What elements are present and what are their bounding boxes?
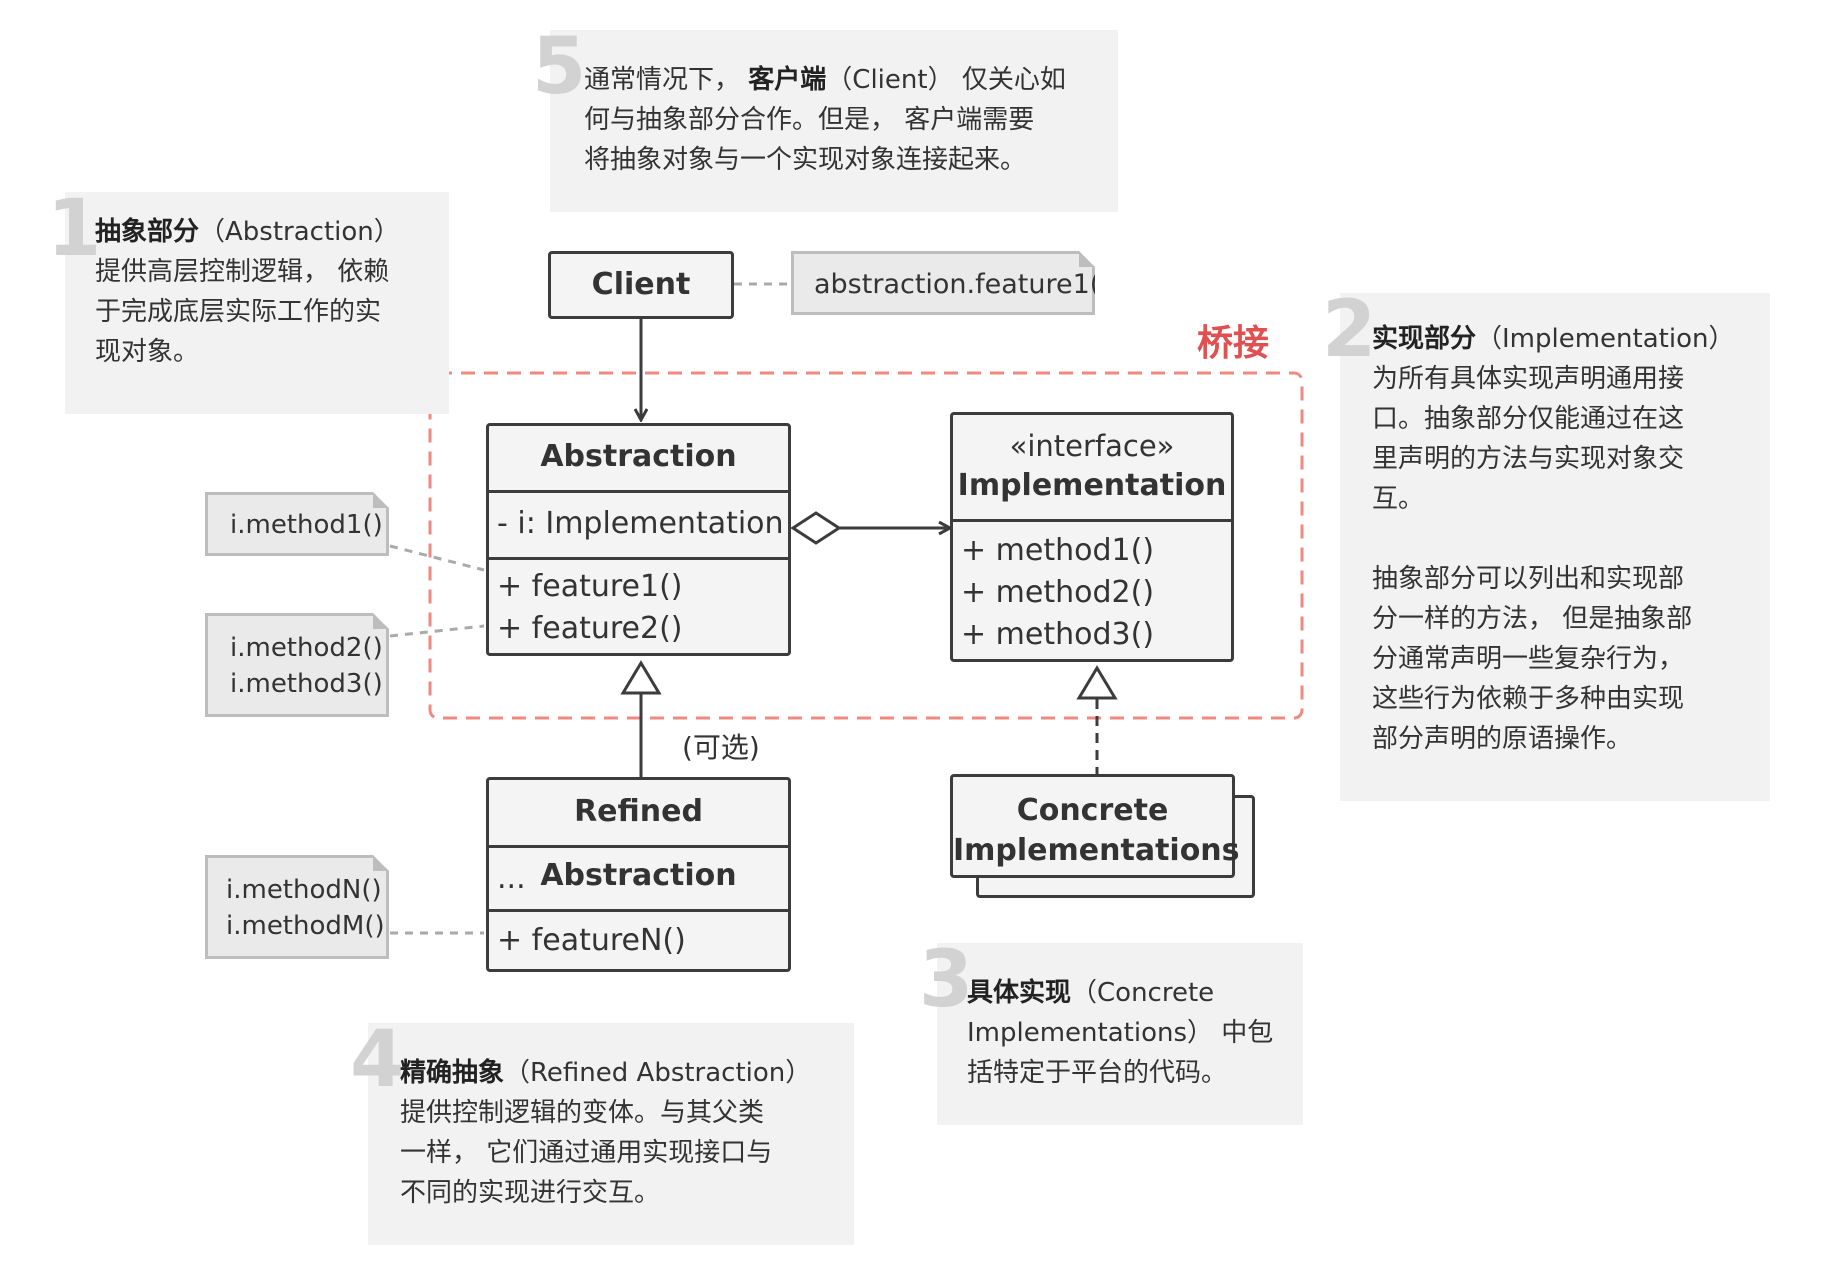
bridge-region xyxy=(428,371,1304,720)
refined-field: ... xyxy=(497,861,526,896)
abstraction-methods: + feature1() + feature2() xyxy=(489,557,788,650)
refined-fields: ... xyxy=(489,845,788,909)
refined-abstraction-class[interactable]: Refined Abstraction ... + featureN() xyxy=(486,777,791,972)
refined-methods: + featureN() xyxy=(489,909,788,962)
abstraction-fields: - i: Implementation xyxy=(489,490,788,557)
note-number: 1 xyxy=(47,184,102,274)
note-text: 具体实现（Concrete Implementations） 中包 括特定于平台… xyxy=(967,978,1274,1088)
inheritance-triangle xyxy=(620,660,662,695)
optional-label: (可选) xyxy=(682,731,760,764)
concrete-class-name: Concrete Implementations xyxy=(953,793,1240,868)
note-number: 2 xyxy=(1322,285,1377,375)
abstraction-field: - i: Implementation xyxy=(497,506,784,541)
implementation-method: + method1() xyxy=(961,533,1155,568)
note-number: 5 xyxy=(532,22,587,112)
feature1-memo: i.method1() xyxy=(205,492,389,556)
implementation-methods: + method1() + method2() + method3() xyxy=(953,519,1231,656)
note-client: 5 通常情况下， 客户端（Client） 仅关心如 何与抽象部分合作。但是， 客… xyxy=(532,28,1118,212)
note-text: 精确抽象（Refined Abstraction） 提供控制逻辑的变体。与其父类… xyxy=(400,1058,812,1208)
implementation-method: + method3() xyxy=(961,617,1155,652)
realization-triangle xyxy=(1076,665,1118,700)
note-number: 4 xyxy=(350,1015,405,1105)
feature1-memo-link xyxy=(389,544,485,572)
client-call-memo: abstraction.feature1() xyxy=(791,251,1095,315)
note-implementation: 2 实现部分（Implementation） 为所有具体实现声明通用接 口。抽象… xyxy=(1322,291,1770,801)
feature2-memo-link xyxy=(389,624,485,638)
abstraction-class[interactable]: Abstraction - i: Implementation + featur… xyxy=(486,423,791,656)
note-abstraction: 1 抽象部分（Abstraction） 提供高层控制逻辑， 依赖 于完成底层实际… xyxy=(47,190,449,414)
featureN-memo: i.methodN() i.methodM() xyxy=(205,855,389,959)
concrete-implementations-class[interactable]: Concrete Implementations xyxy=(950,774,1240,878)
implementation-stereotype: «interface» xyxy=(1009,429,1175,463)
abstraction-class-name: Abstraction xyxy=(540,439,737,474)
refined-class-name: Refined Abstraction xyxy=(540,794,737,893)
abstraction-method: + feature1() xyxy=(497,569,683,604)
note-concrete: 3 具体实现（Concrete Implementations） 中包 括特定于… xyxy=(919,941,1303,1125)
implementation-header: «interface» Implementation xyxy=(953,415,1231,519)
note-number: 3 xyxy=(919,935,974,1025)
implementation-class-name: Implementation xyxy=(957,468,1227,503)
implementation-method: + method2() xyxy=(961,575,1155,610)
aggregation-diamond xyxy=(790,511,842,545)
feature2-memo: i.method2() i.method3() xyxy=(205,613,389,717)
note-text: 实现部分（Implementation） 为所有具体实现声明通用接 口。抽象部分… xyxy=(1372,324,1735,754)
implementation-interface[interactable]: «interface» Implementation + method1() +… xyxy=(950,412,1234,662)
bridge-label: 桥接 xyxy=(1197,323,1270,364)
note-text: 抽象部分（Abstraction） 提供高层控制逻辑， 依赖 于完成底层实际工作… xyxy=(95,217,400,367)
client-class-name: Client xyxy=(591,267,691,302)
note-text: 通常情况下， 客户端（Client） 仅关心如 何与抽象部分合作。但是， 客户端… xyxy=(584,65,1066,175)
refined-method: + featureN() xyxy=(497,923,686,958)
note-refined: 4 精确抽象（Refined Abstraction） 提供控制逻辑的变体。与其… xyxy=(350,1021,854,1245)
abstraction-method: + feature2() xyxy=(497,611,683,646)
client-class[interactable]: Client xyxy=(548,251,734,319)
